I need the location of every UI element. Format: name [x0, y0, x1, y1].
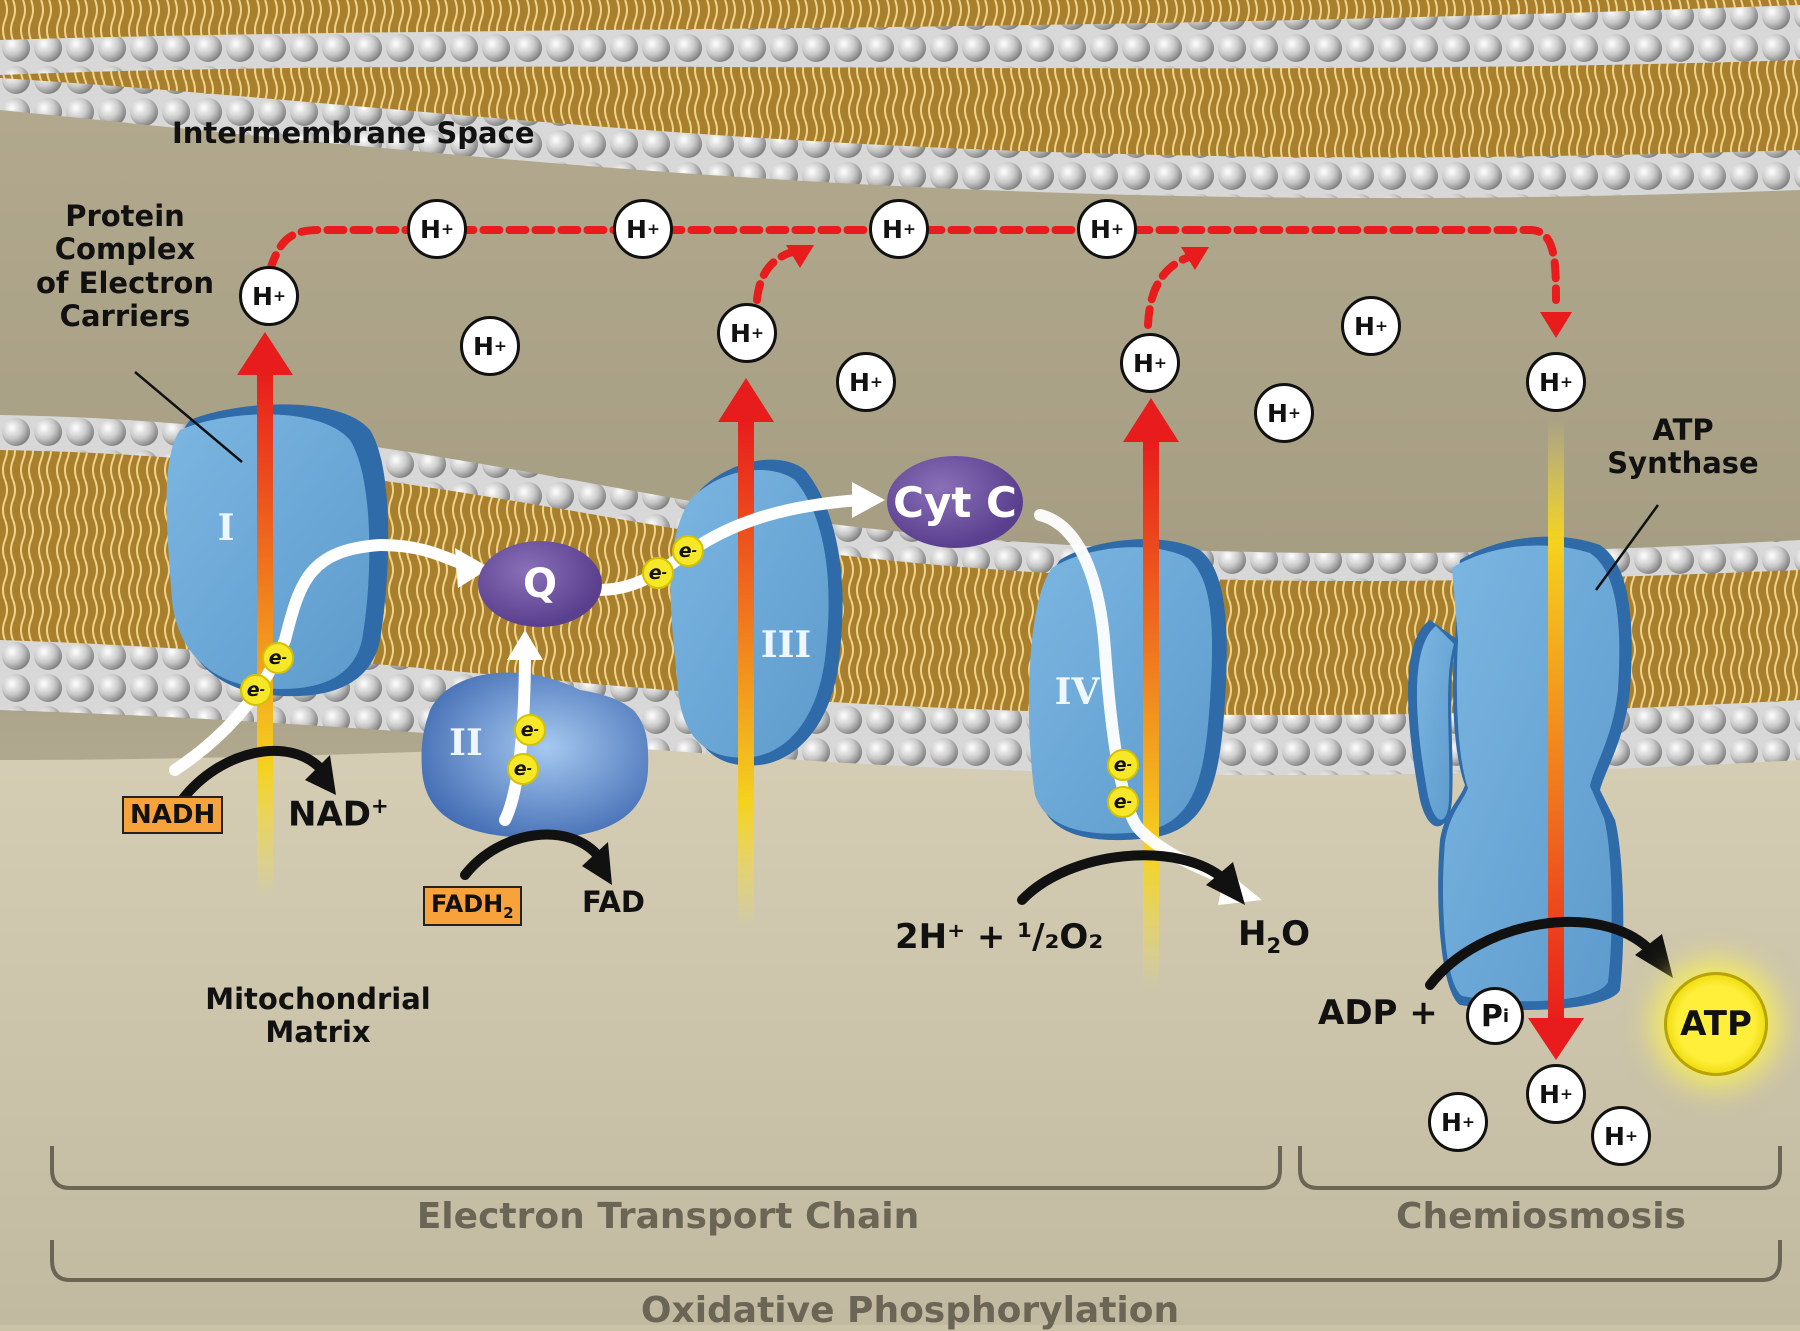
complex-III-label: III: [760, 624, 812, 666]
electron-transport-chain-label: Electron Transport Chain: [416, 1196, 920, 1237]
atp-product: ATP: [1664, 972, 1768, 1076]
oxidative-phosphorylation-label: Oxidative Phosphorylation: [640, 1290, 1180, 1331]
intermembrane-space-label: Intermembrane Space: [172, 116, 535, 150]
nad-plus-label: NAD+: [288, 793, 389, 835]
complex-I-label: I: [217, 507, 235, 549]
fad-label: FAD: [582, 885, 645, 919]
mitochondrial-matrix-label: Mitochondrial Matrix: [205, 982, 431, 1050]
proton-bubble: H+: [1591, 1106, 1651, 1166]
proton-bubble: H+: [1526, 352, 1586, 412]
proton-bubble: H+: [836, 352, 896, 412]
proton-bubble: H+: [717, 303, 777, 363]
proton-bubble: H+: [460, 316, 520, 376]
electron: e-: [672, 535, 704, 567]
atp-synthase-proton-flow: [1528, 420, 1584, 1060]
proton-bubble: H+: [1077, 199, 1137, 259]
adp-label: ADP +: [1318, 993, 1438, 1033]
proton-bubble: H+: [1120, 333, 1180, 393]
proton-bubble: H+: [613, 199, 673, 259]
chemiosmosis-label: Chemiosmosis: [1396, 1196, 1686, 1237]
inner-membrane: [0, 415, 1800, 775]
nadh-tag: NADH: [122, 796, 224, 834]
proton-bubble: H+: [869, 199, 929, 259]
reaction-arrowheads: [305, 755, 1673, 978]
leader-lines: [134, 371, 1660, 591]
water-label: H2O: [1238, 914, 1311, 958]
electron: e-: [262, 642, 294, 674]
oxygen-reactant-label: 2H⁺ + ¹/₂O₂: [895, 917, 1104, 957]
proton-bubble: H+: [1254, 383, 1314, 443]
complex-II-label: II: [449, 722, 483, 764]
complex-II: [421, 672, 649, 839]
outer-membrane: [0, 0, 1800, 199]
electron: e-: [240, 674, 272, 706]
fadh2-tag: FADH2: [423, 886, 522, 926]
atp-synthase: [1408, 536, 1632, 1010]
cytochrome-c: Cyt C: [887, 456, 1023, 548]
proton-bubble: H+: [1428, 1092, 1488, 1152]
complex-IV-label: IV: [1054, 671, 1100, 713]
electron: e-: [507, 753, 539, 785]
electron: e-: [1107, 749, 1139, 781]
electron: e-: [1107, 786, 1139, 818]
proton-bubble: H+: [1526, 1064, 1586, 1124]
electron: e-: [642, 557, 674, 589]
proton-bubble: H+: [407, 199, 467, 259]
ubiquinone-q: Q: [478, 541, 602, 627]
reaction-arrows: [177, 745, 1655, 990]
complex-IV: [1028, 539, 1227, 841]
protein-complex-label: Protein Complex of Electron Carriers: [36, 199, 214, 334]
atp-synthase-label: ATP Synthase: [1607, 413, 1759, 481]
section-braces: [50, 1146, 1782, 1282]
mitochondrial-matrix-area: [0, 700, 1800, 1325]
proton-bubble: H+: [239, 266, 299, 326]
proton-path-arrowheads: [786, 245, 1572, 338]
electron: e-: [514, 714, 546, 746]
proton-bubble: H+: [1341, 296, 1401, 356]
